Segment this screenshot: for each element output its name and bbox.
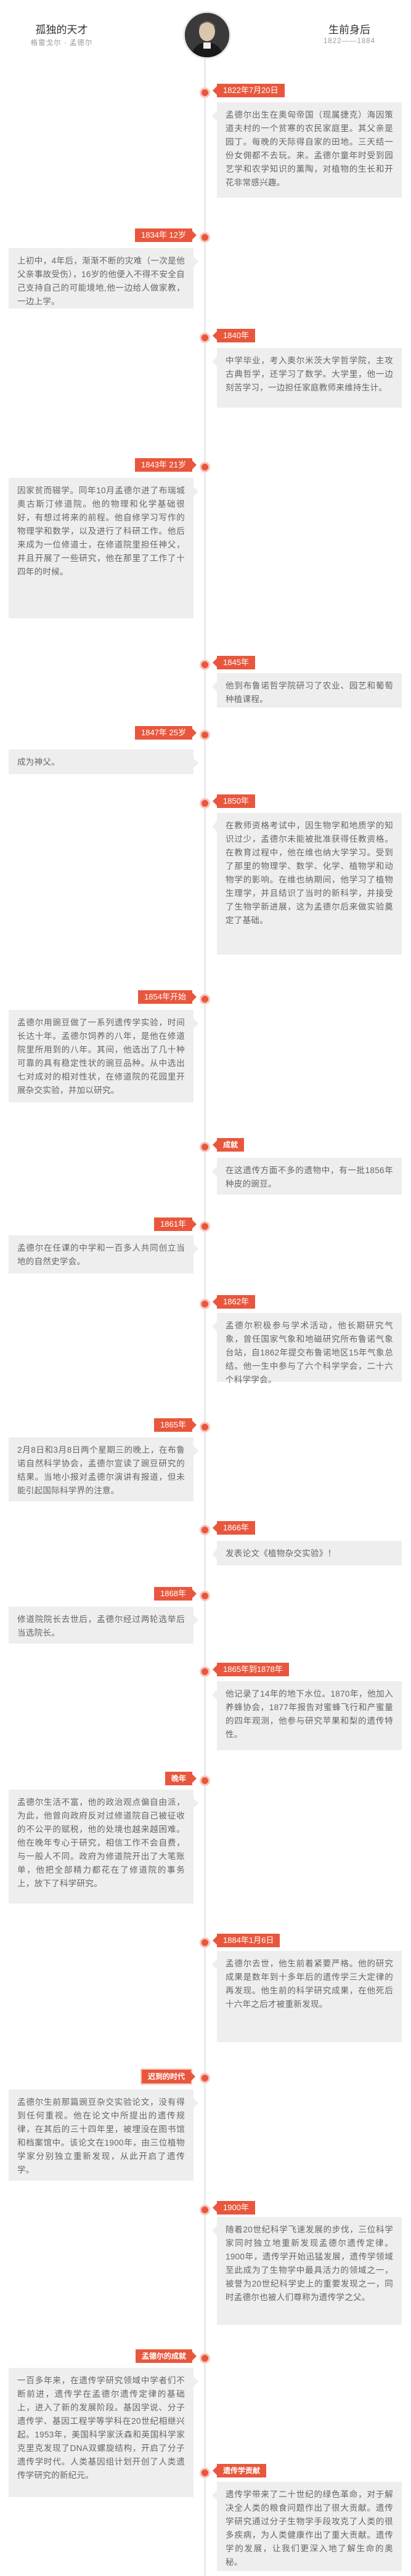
timeline-dot [200, 333, 210, 343]
event-badge: 1865年 [154, 1418, 197, 1432]
right-title: 生前身后 [328, 24, 370, 36]
event-badge: 1822年7月20日 [213, 84, 285, 97]
timeline-dot [200, 87, 210, 98]
event-badge: 1840年 [213, 329, 255, 342]
timeline-dot [200, 1666, 210, 1677]
event-text: 孟德尔去世，他生前着紧要严格。他的研究成果是数年到十多年后的遗传学三大定律的再发… [212, 1951, 402, 2042]
event-text: 修道院院长去世后，孟德尔经过两轮选举后当选院长。 [9, 1607, 198, 1644]
event-badge: 1834年 12岁 [135, 228, 197, 242]
event-badge: 1900年 [213, 2201, 255, 2215]
event-text: 孟德尔生活不富，他的政治观点偏自由派，为此，他曾向政府反对过修道院自己被征收的不… [9, 1790, 198, 1904]
event-text: 随着20世纪科学飞速发展的步伐，三位科学家同时独立地重新发现孟德尔遗传定律。19… [212, 2217, 402, 2325]
event-badge: 1861年 [154, 1217, 197, 1231]
event-badge: 成就 [212, 1138, 245, 1152]
event-text: 2月8日和3月8日两个星期三的晚上，在布鲁诺自然科学协会，孟德尔宣读了豌豆研究的… [9, 1437, 198, 1501]
event-badge: 1862年 [213, 1295, 255, 1309]
timeline-dot [200, 1142, 210, 1152]
event-badge: 1854年开始 [138, 990, 197, 1004]
portrait-avatar [183, 11, 231, 59]
portrait-image [185, 13, 229, 57]
timeline-axis [204, 59, 206, 2576]
event-badge: 1847年 25岁 [135, 726, 197, 740]
timeline-dot [200, 798, 210, 809]
left-subtitle: 格雷戈尔 · 孟德尔 [30, 39, 93, 47]
event-text: 成为神父。 [9, 749, 198, 774]
timeline-dot [200, 462, 210, 472]
timeline-dot [200, 660, 210, 670]
right-subtitle: 1822——1884 [323, 38, 376, 45]
event-badge: 1850年 [213, 794, 255, 808]
event-badge: 1865年到1878年 [213, 1663, 289, 1676]
event-text: 孟德尔出生在奥匈帝国（现属捷克）海因策道夫村的一个贫寒的农民家庭里。其父亲是园丁… [212, 102, 402, 198]
event-text: 遗传学带来了二十世纪的绿色革命，对于解决全人类的粮食问题作出了很大贡献。遗传学研… [212, 2482, 402, 2571]
event-text: 孟德尔积极参与学术活动，他长期研究气象，曾任国家气象和地磁研究所布鲁诺气象台站，… [212, 1313, 402, 1384]
event-badge: 迟到的时代 [140, 2069, 196, 2085]
timeline-dot [200, 2073, 210, 2083]
event-badge: 孟德尔的成就 [135, 2349, 197, 2363]
timeline-dot [200, 232, 210, 243]
event-badge: 晚年 [165, 1772, 197, 1785]
event-text: 在教师资格考试中，因生物学和地质学的知识过少，孟德尔未能被批准获得任教资格。在教… [212, 813, 402, 955]
event-badge: 1866年 [213, 1521, 255, 1535]
event-text: 他记录了14年的地下水位。1870年，他加入养蜂协会，1877年报告对蜜蜂飞行和… [212, 1681, 402, 1750]
timeline-dot [200, 1525, 210, 1535]
event-badge: 1843年 21岁 [135, 458, 197, 472]
timeline-dot [200, 1422, 210, 1432]
timeline-dot [200, 1221, 210, 1232]
timeline-dot [200, 994, 210, 1004]
event-text: 中学毕业，考入奥尔米茨大学哲学院，主攻古典哲学，还学习了数学。大学里，他一边刻苦… [212, 348, 402, 408]
event-badge: 1884年1月6日 [212, 1934, 280, 1947]
timeline-dot [200, 730, 210, 740]
event-badge: 1845年 [213, 656, 255, 669]
left-title: 孤独的天才 [35, 24, 88, 36]
timeline-dot [200, 1299, 210, 1309]
timeline-dot [200, 2353, 210, 2364]
event-text: 在这遗传方面不多的遗物中，有一批1856年种皮的豌豆。 [212, 1158, 402, 1195]
event-badge: 1868年 [154, 1587, 197, 1601]
timeline-dot [200, 1591, 210, 1601]
event-text: 孟德尔在任课的中学和一百多人共同创立当地的自然史学会。 [9, 1235, 198, 1274]
event-badge: 遗传学贡献 [212, 2464, 267, 2477]
event-text: 一百多年来，在遗传学研究领域中学者们不断前进，遗传学在孟德尔遗传定律的基础上，进… [9, 2368, 198, 2497]
timeline-dot [200, 1937, 210, 1948]
event-text: 发表论文《植物杂交实验》！ [212, 1541, 402, 1565]
event-text: 孟德尔用豌豆做了一系列遗传学实验，时间长达十年。孟德尔饲养的八年，是他在修道院里… [9, 1010, 198, 1102]
timeline-dot [200, 2205, 210, 2215]
timeline-dot [200, 1775, 210, 1786]
event-text: 因家贫而辍学。同年10月孟德尔进了布瑞城奥古斯汀修道院。他的物理和化学基础很好，… [9, 478, 198, 618]
timeline-dot [200, 2468, 210, 2478]
event-text: 上初中，4年后，渐渐不断的灾难（一次是他父亲事故受伤），16岁的他便入不得不安全… [9, 248, 198, 309]
event-text: 他到布鲁诺哲学院研习了农业、园艺和葡萄种植课程。 [212, 673, 402, 708]
event-text: 孟德尔生前那篇豌豆杂交实验论文，没有得到任何重视。他在论文中所提出的遗传规律，在… [9, 2089, 198, 2181]
